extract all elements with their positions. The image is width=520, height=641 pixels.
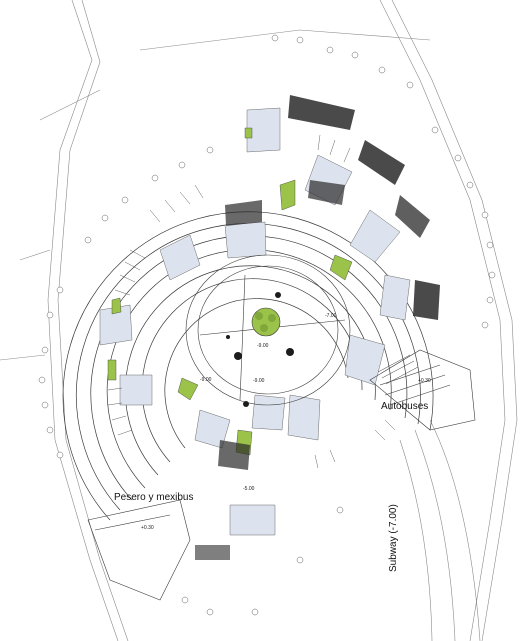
bus-platform — [369, 349, 476, 431]
subway-label: Subway (-7.00) — [388, 504, 399, 572]
level-bus-label: +0.30 — [418, 378, 431, 384]
level-south-label: -5.00 — [243, 486, 255, 492]
green-areas — [107, 127, 353, 456]
ring-unit-hatching — [107, 134, 396, 469]
level-c-label: -9.00 — [253, 378, 265, 384]
autobuses-label: Autobuses — [381, 401, 429, 412]
central-tree-cluster — [251, 307, 281, 337]
dense-detail-blocks — [195, 95, 440, 560]
level-center-label: -7.00 — [325, 313, 337, 319]
level-pesero-label: +0.30 — [141, 525, 154, 531]
level-a-label: -9.00 — [257, 343, 269, 349]
level-b-label: -9.00 — [200, 377, 212, 383]
pesero-platform — [87, 499, 191, 601]
grid-bubbles — [38, 34, 496, 616]
pesero-label: Pesero y mexibus — [114, 492, 194, 503]
plaza-columns — [226, 292, 294, 407]
bus-canopy-lines — [377, 354, 419, 385]
